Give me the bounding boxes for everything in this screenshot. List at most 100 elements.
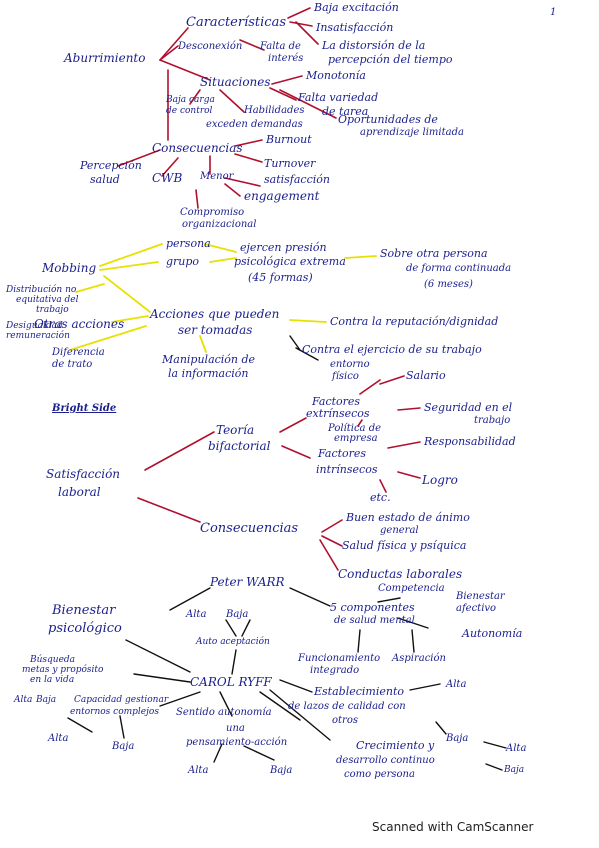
- alta-busqueda: Alta: [14, 695, 33, 705]
- connector: [357, 629, 361, 653]
- etc-node: etc.: [370, 491, 391, 504]
- connector: [189, 89, 201, 105]
- factores-extrinsecos-node: Factores: [312, 395, 361, 408]
- entorno-node-line2: físico: [332, 371, 359, 382]
- contra-reputacion-node: Contra la reputación/dignidad: [330, 315, 499, 328]
- falta-variedad-node-line2: de tarea: [322, 105, 369, 118]
- connector: [387, 441, 421, 449]
- distorsion-node-line2: percepción del tiempo: [328, 53, 453, 66]
- ejercen-node-line3: (45 formas): [248, 271, 313, 284]
- connector: [161, 157, 179, 177]
- connector: [243, 745, 275, 761]
- mobbing-root: Mobbing: [42, 261, 97, 275]
- connector: [69, 325, 147, 351]
- ejercen-node: ejercen presión: [240, 241, 327, 254]
- connector: [377, 597, 401, 603]
- connector: [321, 535, 343, 547]
- connector: [224, 177, 261, 187]
- grupo-node: grupo: [166, 255, 200, 268]
- teoria-node-line2: bifactorial: [208, 439, 271, 453]
- connector: [409, 683, 441, 691]
- connector: [133, 673, 191, 683]
- connector: [199, 335, 207, 353]
- sobre-node: Sobre otra persona: [380, 247, 488, 260]
- alta-autoaceptacion: Alta: [186, 609, 207, 620]
- establecimiento-node-line2: de lazos de calidad con: [288, 701, 406, 712]
- componentes-node: 5 componentes: [330, 601, 415, 614]
- connector: [379, 479, 387, 493]
- percepcion-salud-node: Percepción: [80, 159, 142, 172]
- desconexion-node: Desconexión: [178, 41, 243, 52]
- connector: [357, 419, 363, 427]
- teoria-node: Teoría: [216, 423, 255, 437]
- habilidades-node: Habilidades: [244, 105, 305, 116]
- connector: [111, 315, 149, 323]
- alta-crecimiento: Alta: [506, 743, 527, 754]
- politica-node: Política de: [328, 423, 382, 434]
- aspiracion-node: Aspiración: [392, 653, 446, 664]
- carol-ryff-node: CAROL RYFF: [190, 675, 272, 689]
- manipulacion-node: Manipulación de: [162, 353, 256, 366]
- connector: [295, 347, 319, 361]
- engagement-node: engagement: [244, 189, 320, 203]
- connector: [209, 257, 237, 263]
- desigualdad-node: Desigualdad: [6, 321, 63, 331]
- connector: [259, 691, 301, 721]
- cwb-node: CWB: [152, 171, 183, 185]
- distribucion-node: Distribución no: [6, 285, 77, 295]
- connector: [239, 39, 265, 51]
- conductas-node: Conductas laborales: [338, 567, 463, 581]
- connector: [169, 587, 211, 611]
- baja-busqueda: Baja: [36, 695, 57, 705]
- connector: [234, 139, 263, 147]
- connector: [117, 149, 161, 167]
- peter-warr-node: Peter WARR: [210, 575, 285, 589]
- connector: [279, 679, 313, 693]
- connector: [195, 189, 199, 209]
- bienestar-afectivo-node: Bienestar: [456, 591, 505, 602]
- connector: [289, 319, 327, 323]
- satisfaccion-laboral-root: Satisfacción: [46, 467, 121, 481]
- factores-extrinsecos-node-line2: extrínsecos: [306, 407, 370, 420]
- distribucion-node-line3: trabajo: [36, 305, 69, 315]
- falta-variedad-node: Falta variedad: [298, 91, 379, 104]
- otras-acciones-node: Otras acciones: [34, 317, 125, 331]
- crecimiento-node: Crecimiento y: [356, 739, 435, 752]
- connector: [279, 89, 337, 119]
- turnover-node: Turnover: [264, 157, 316, 170]
- factores-intrinsecos-node: Factores: [318, 447, 367, 460]
- ejercen-node-line2: psicológica extrema: [234, 255, 346, 268]
- diferencia-node-line2: de trato: [52, 359, 93, 370]
- connector: [397, 471, 421, 479]
- acciones-node: Acciones que pueden: [150, 307, 280, 321]
- busqueda-node-line3: en la vida: [30, 675, 75, 685]
- connector: [289, 587, 331, 607]
- connector: [103, 275, 151, 313]
- falta-interes-node: Falta de: [260, 41, 301, 52]
- bright-side-heading: Bright Side: [52, 403, 117, 414]
- distorsion-node: La distorsión de la: [322, 39, 426, 52]
- consecuencias-node: Consecuencias: [152, 141, 243, 155]
- desarrollo-node: desarrollo continuo: [336, 755, 435, 766]
- contra-ejercicio-node: Contra el ejercicio de su trabajo: [302, 343, 482, 356]
- connector: [435, 721, 447, 735]
- baja-autoaceptacion: Baja: [226, 609, 249, 620]
- buen-estado-node-line2: general: [380, 525, 419, 536]
- connector: [119, 715, 125, 739]
- connector: [99, 243, 163, 267]
- responsabilidad-node: Responsabilidad: [424, 435, 516, 448]
- page-number: 1: [550, 7, 557, 18]
- seguridad-node: Seguridad en el: [424, 401, 513, 414]
- componentes-node-line2: de salud mental: [334, 615, 415, 626]
- funcionamiento-node-line2: integrado: [310, 665, 360, 676]
- persona-node: persona: [166, 237, 211, 250]
- satisfaccion-laboral-root-line2: laboral: [58, 485, 101, 499]
- salario-node: Salario: [406, 369, 446, 382]
- oportunidades-node: Oportunidades de: [338, 113, 438, 126]
- connector: [359, 379, 381, 395]
- oportunidades-node-line2: aprendizaje limitada: [360, 127, 464, 138]
- baja-pensamiento: Baja: [270, 765, 293, 776]
- connector: [213, 743, 223, 763]
- connector: [269, 689, 331, 741]
